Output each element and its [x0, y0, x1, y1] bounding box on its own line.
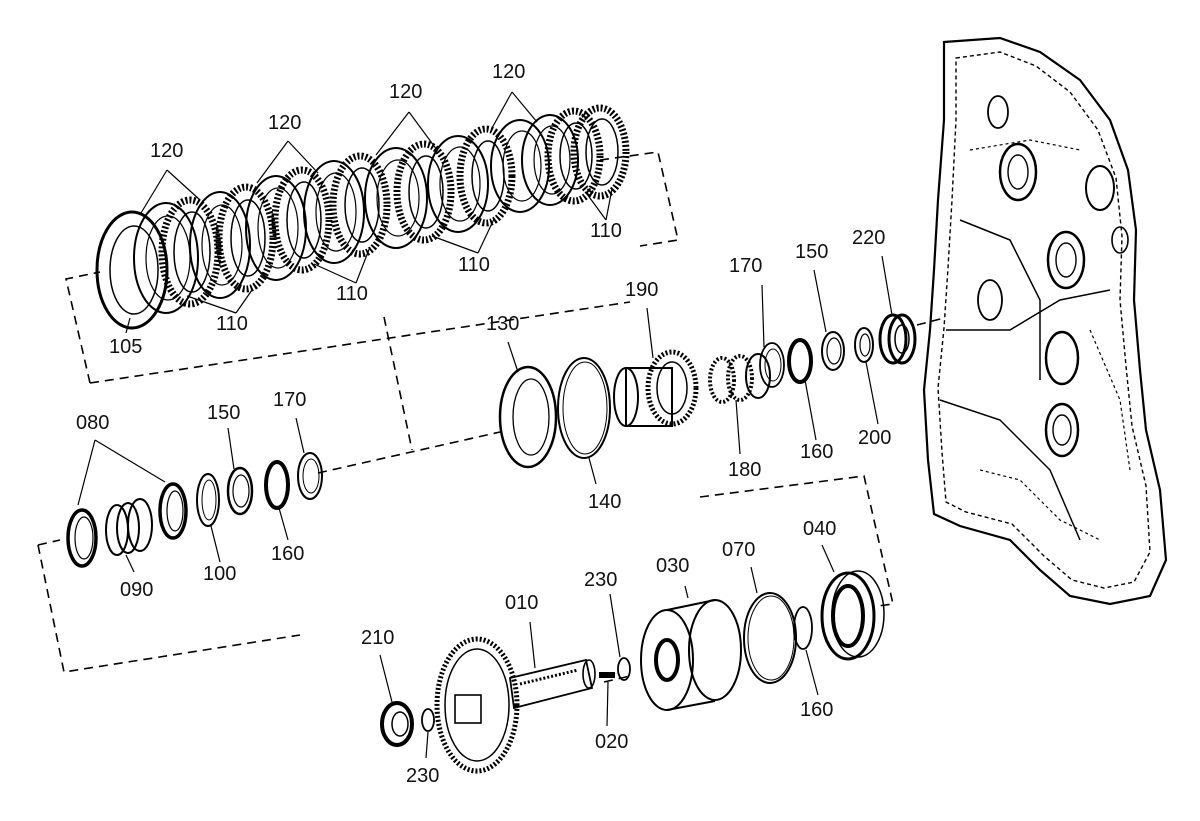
leader-lines: [77, 91, 893, 759]
callout-120: 120: [268, 112, 301, 134]
callout-030: 030: [656, 555, 689, 577]
callout-120: 120: [150, 140, 183, 162]
part-130-thrust-washer: [498, 365, 558, 469]
callout-020: 020: [595, 731, 628, 753]
callout-140: 140: [588, 491, 621, 513]
callout-150: 150: [795, 241, 828, 263]
callout-170: 170: [273, 389, 306, 411]
part-160-snap-ring-lower: [793, 606, 813, 650]
part-120-steel-plate-6: [427, 135, 489, 233]
part-200-nut: [854, 327, 874, 363]
part-170-shim: [759, 342, 785, 388]
part-150-washer: [821, 331, 845, 371]
part-110-friction-disc-1: [158, 196, 222, 308]
part-160-snap-ring-left: [264, 460, 290, 510]
part-110-friction-disc-8: [570, 104, 630, 200]
part-080-seal-right: [158, 482, 188, 540]
clutch-disc-pack: [95, 104, 630, 330]
part-150-washer-left: [226, 466, 254, 516]
part-020-pin: [599, 672, 615, 678]
part-210-bearing: [380, 701, 414, 747]
part-220-bearing: [878, 313, 917, 365]
callout-220: 220: [852, 227, 885, 249]
callout-010: 010: [505, 592, 538, 614]
callout-100: 100: [203, 563, 236, 585]
callout-040: 040: [803, 518, 836, 540]
part-120-steel-plate-8: [521, 114, 579, 206]
part-120-steel-plate-5: [364, 147, 428, 249]
callout-130: 130: [486, 313, 519, 335]
callout-150: 150: [207, 402, 240, 424]
part-030-clutch-drum: [640, 599, 742, 711]
callout-labels: 120 120 120 120 105 110 110 110 110 130 …: [76, 61, 891, 787]
callout-230: 230: [406, 765, 439, 787]
part-120-steel-plate-4: [303, 160, 365, 264]
callout-210: 210: [361, 627, 394, 649]
part-040-piston: [820, 570, 885, 661]
callout-190: 190: [625, 279, 658, 301]
part-230-circlip-upper: [617, 657, 631, 681]
part-110-friction-disc-7: [544, 107, 604, 205]
callout-160: 160: [800, 699, 833, 721]
callout-120: 120: [389, 81, 422, 103]
callout-070: 070: [722, 539, 755, 561]
callout-160: 160: [271, 543, 304, 565]
part-120-steel-plate-3: [245, 175, 307, 281]
callout-230: 230: [584, 569, 617, 591]
part-120-steel-plate-7: [490, 119, 550, 213]
part-100-ring: [196, 473, 220, 527]
part-090-piston-rings: [105, 498, 153, 556]
assembly-guide-lines: [37, 151, 945, 683]
part-190-gear-hub: [613, 349, 699, 427]
part-180-needle-bearing: [708, 353, 771, 404]
callout-170: 170: [729, 255, 762, 277]
callout-110: 110: [458, 254, 490, 276]
part-080-seal-left: [66, 508, 98, 568]
callout-110: 110: [590, 220, 622, 242]
part-230-circlip-lower: [421, 708, 435, 732]
part-110-friction-disc-5: [393, 140, 455, 244]
part-170-shim-left: [297, 452, 323, 500]
part-070-o-ring: [743, 592, 797, 684]
callout-080: 080: [76, 412, 109, 434]
callout-090: 090: [120, 579, 153, 601]
part-110-friction-disc-3: [271, 166, 333, 274]
callout-120: 120: [492, 61, 525, 83]
callout-105: 105: [109, 336, 142, 358]
part-160-snap-ring: [787, 338, 813, 384]
callout-200: 200: [858, 427, 891, 449]
part-140-o-ring: [557, 357, 611, 459]
part-110-friction-disc-2: [215, 183, 277, 293]
callout-180: 180: [728, 459, 761, 481]
callout-110: 110: [336, 283, 368, 305]
part-110-friction-disc-4: [329, 152, 391, 258]
callout-110: 110: [216, 313, 248, 335]
callout-160: 160: [800, 441, 833, 463]
part-010-gear-shaft: [434, 636, 596, 774]
transmission-housing: [922, 36, 1168, 606]
